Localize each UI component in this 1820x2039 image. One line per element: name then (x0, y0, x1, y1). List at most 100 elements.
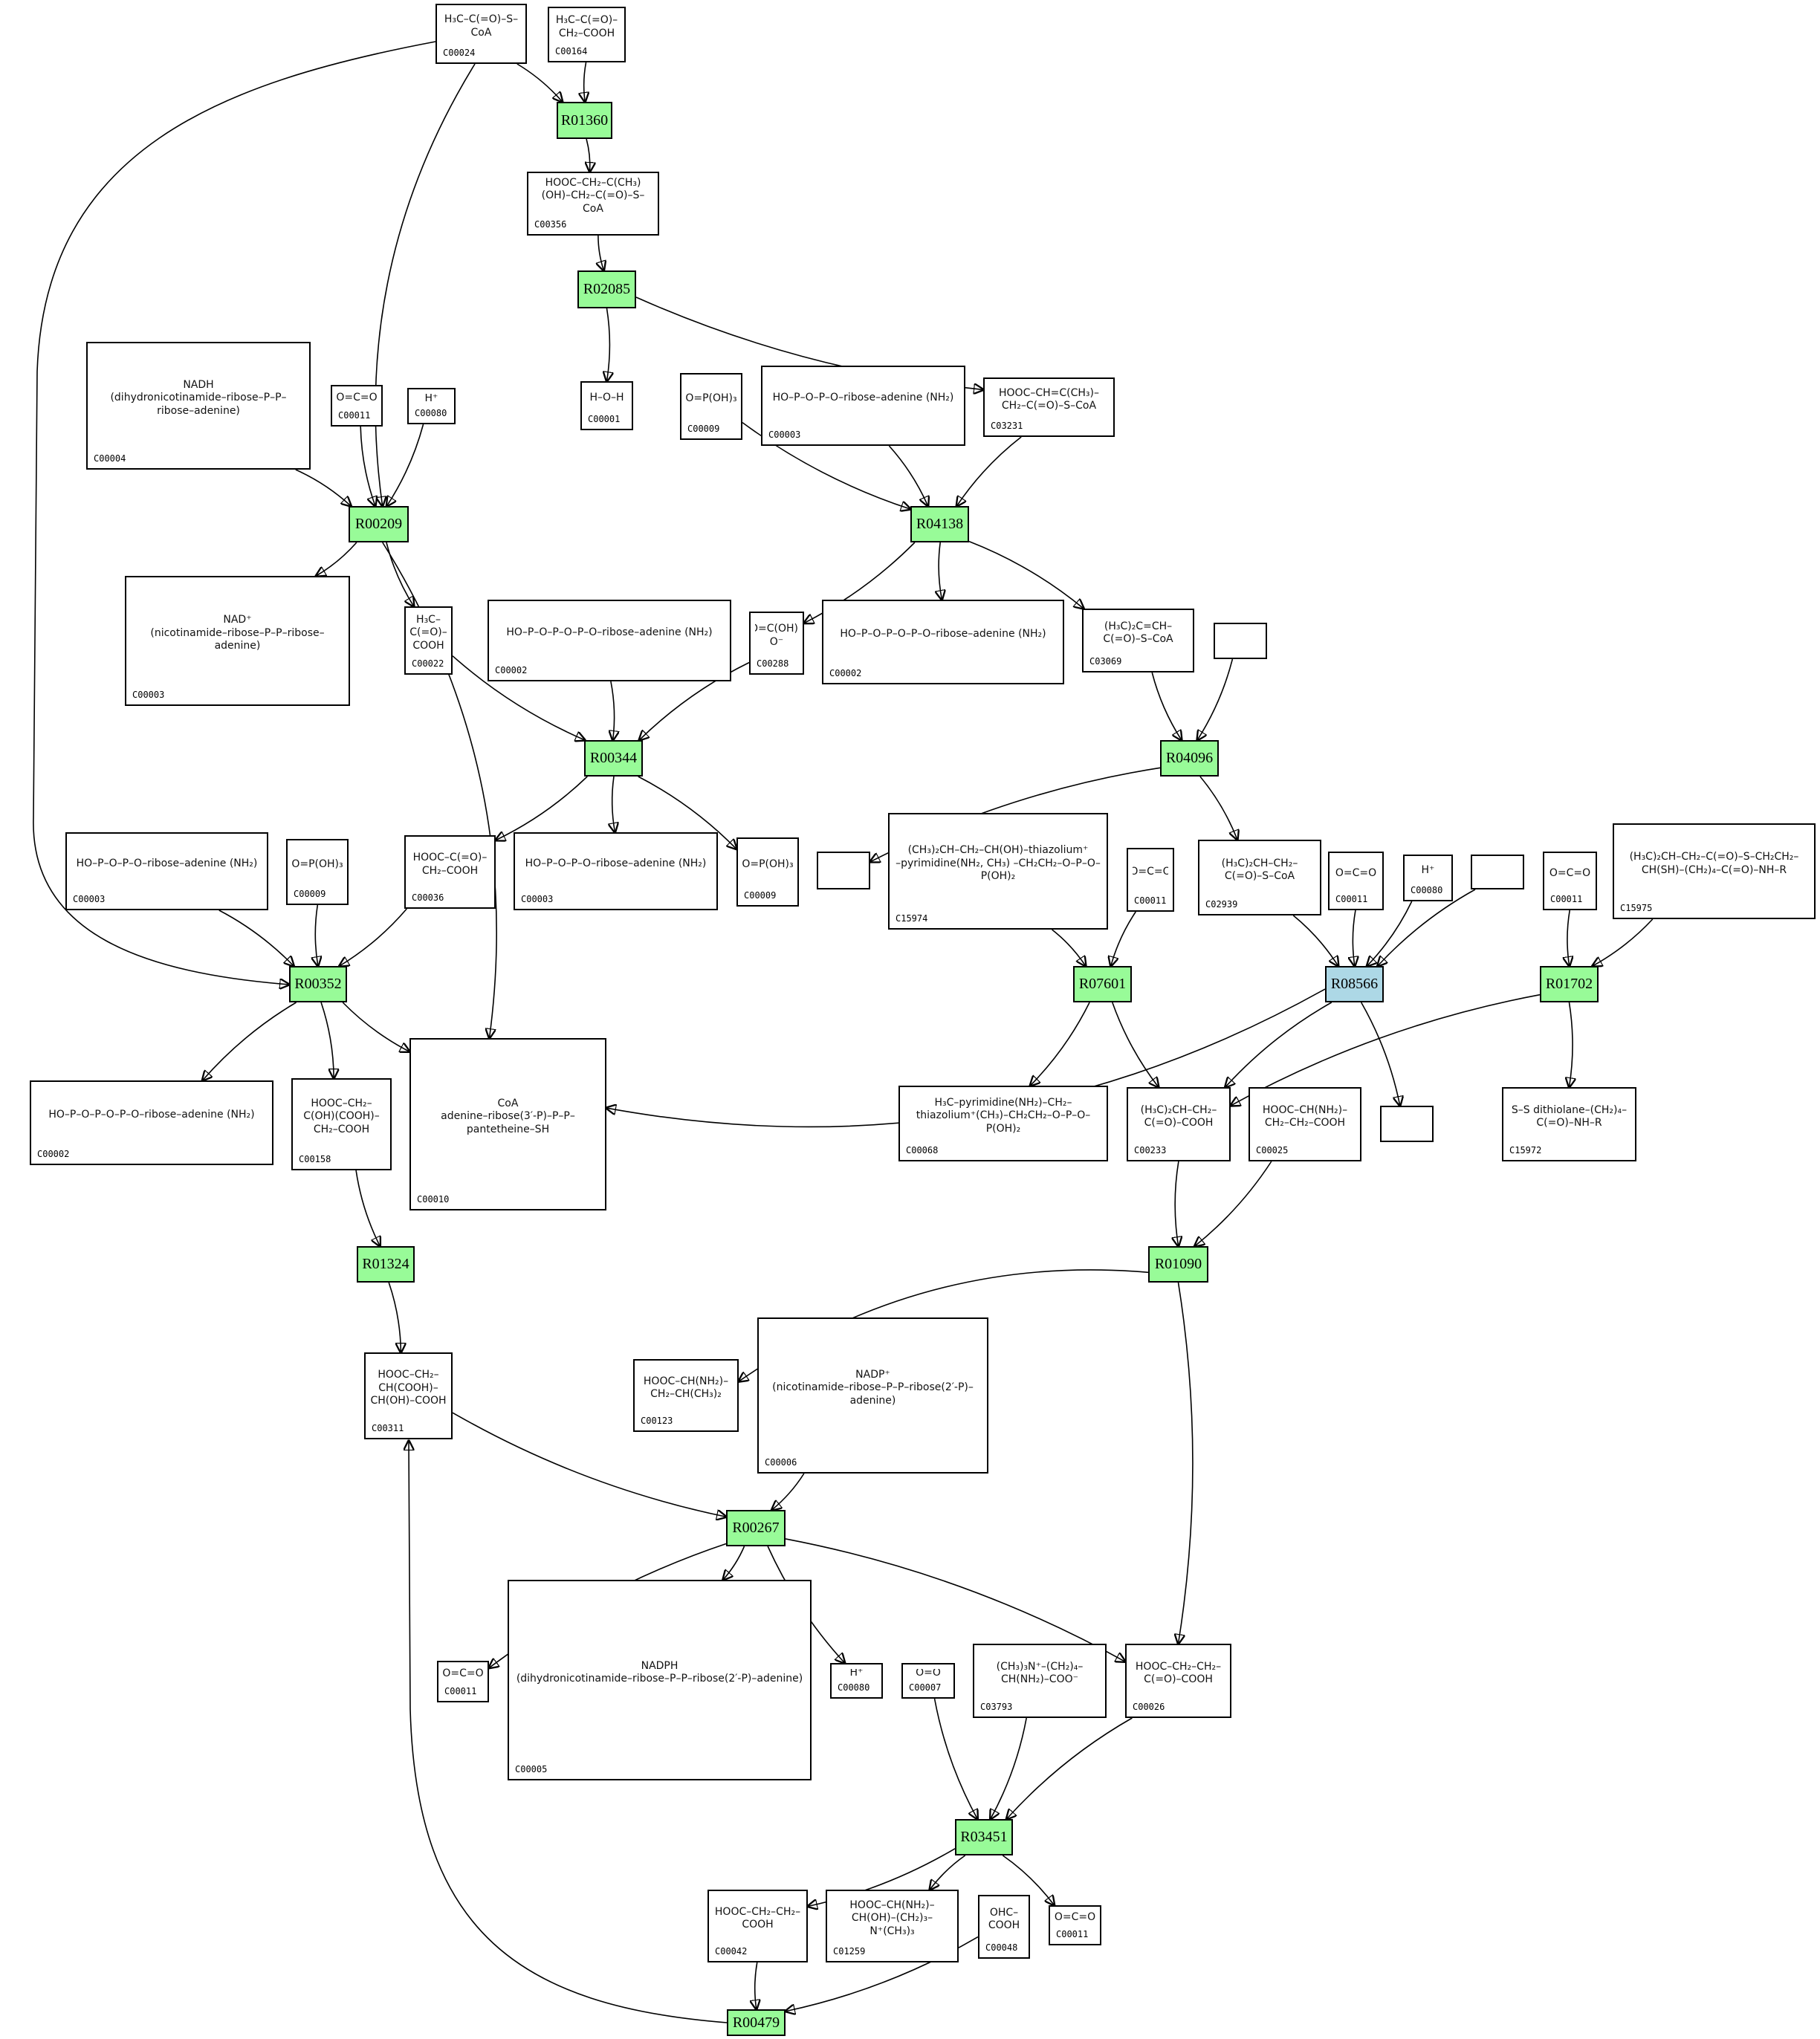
compound-node-c00024[interactable]: H₃C–C(=O)–S–CoA C00024 (435, 4, 527, 64)
compound-node-c00080[interactable]: H⁺C00080 (407, 388, 456, 424)
reaction-node-r00352[interactable]: R00352 (289, 966, 347, 1002)
reaction-node-r03451[interactable]: R03451 (955, 1819, 1013, 1855)
compound-id-label: C00011 (1056, 1929, 1089, 1939)
compound-id-label: C00002 (495, 665, 528, 675)
compound-id-label: C00010 (417, 1194, 450, 1205)
edge-r01090-to-c00026 (1179, 1282, 1194, 1644)
compound-node-c00003[interactable]: HO–P–O–P–O–ribose–adenine (NH₂)C00003 (514, 832, 718, 910)
reaction-node-r04138[interactable]: R04138 (910, 506, 969, 542)
edge-c15975-to-r01702 (1593, 918, 1654, 966)
compound-node-c00003[interactable]: NAD⁺ (nicotinamide–ribose–P–P–ribose–ade… (125, 576, 350, 706)
reaction-node-r07601[interactable]: R07601 (1073, 966, 1132, 1002)
edge-r03451-to-c01259 (930, 1855, 966, 1890)
empty-compound-node[interactable] (1380, 1106, 1434, 1142)
compound-node-c15975[interactable]: (H₃C)₂CH–CH₂–C(=O)–S–CH₂CH₂–CH(SH)–(CH₂)… (1613, 823, 1816, 919)
reaction-node-r00479[interactable]: R00479 (727, 2009, 786, 2036)
chemical-structure: H₃C–C(=O)–COOH (410, 613, 447, 652)
compound-node-c00068[interactable]: H₃C–pyrimidine(NH₂)–CH₂–thiazolium⁺(CH₃)… (898, 1086, 1108, 1161)
compound-id-label: C00042 (715, 1946, 748, 1957)
compound-node-c00005[interactable]: NADPH (dihydronicotinamide–ribose–P–P–ri… (508, 1580, 812, 1780)
compound-node-c00002[interactable]: HO–P–O–P–O–P–O–ribose–adenine (NH₂) C0000… (488, 600, 731, 681)
chemical-structure: HO–P–O–P–O–P–O–ribose–adenine (NH₂) (506, 626, 713, 639)
compound-node-c00003[interactable]: HO–P–O–P–O–ribose–adenine (NH₂)C00003 (65, 832, 268, 910)
chemical-structure: HO–P–O–P–O–ribose–adenine (NH₂) (772, 392, 954, 404)
edge-c00080a-to-r00209 (386, 424, 424, 506)
chemical-structure: HOOC–CH₂–CH₂–C(=O)–COOH (1135, 1660, 1222, 1686)
reaction-node-r01090[interactable]: R01090 (1148, 1246, 1208, 1283)
reaction-node-r02085[interactable]: R02085 (577, 270, 636, 308)
compound-id-label: C00025 (1256, 1145, 1289, 1155)
chemical-structure: NADH (dihydronicotinamide–ribose–P–P–rib… (110, 378, 287, 417)
compound-node-c00010[interactable]: CoA adenine–ribose(3′-P)–P–P–pantetheine… (409, 1038, 606, 1210)
compound-id-label: C00356 (534, 219, 567, 230)
chemical-structure: HO–P–O–P–O–P–O–ribose–adenine (NH₂) (48, 1109, 255, 1121)
reaction-node-r01324[interactable]: R01324 (357, 1246, 415, 1283)
edge-c00164-to-r01360 (584, 62, 586, 102)
compound-node-c00002[interactable]: HO–P–O–P–O–P–O–ribose–adenine (NH₂)C0000… (822, 600, 1064, 684)
compound-node-c00288[interactable]: O=C(OH)–O⁻C00288 (749, 612, 804, 675)
chemical-structure: HOOC–CH₂–C(CH₃)(OH)–CH₂–C(=O)–S–CoA (541, 178, 645, 215)
chemical-structure: NADPH (dihydronicotinamide–ribose–P–P–ri… (516, 1659, 803, 1685)
reaction-node-r01702[interactable]: R01702 (1540, 966, 1599, 1002)
edge-r02085-to-c00001 (607, 308, 610, 381)
compound-node-c15974[interactable]: (CH₃)₂CH–CH₂–CH(OH)–thiazolium⁺ –pyrimid… (888, 813, 1108, 930)
chemical-structure: (CH₃)₂CH–CH₂–CH(OH)–thiazolium⁺ –pyrimid… (896, 844, 1101, 883)
chemical-structure: (CH₃)₃N⁺–(CH₂)₄–CH(NH₂)–COO⁻ (996, 1660, 1084, 1686)
empty-compound-node[interactable] (1214, 623, 1267, 659)
reaction-node-r08566[interactable]: R08566 (1325, 966, 1384, 1002)
compound-node-c00002[interactable]: HO–P–O–P–O–P–O–ribose–adenine (NH₂)C0000… (30, 1080, 273, 1165)
chemical-structure: HOOC–CH₂–C(OH)(COOH)–CH₂–COOH (303, 1097, 380, 1135)
empty-compound-node[interactable] (817, 852, 870, 889)
compound-id-label: C00024 (443, 48, 476, 58)
edge-c00004-to-r00209 (295, 469, 351, 506)
compound-node-c00003[interactable]: HO–P–O–P–O–ribose–adenine (NH₂)C00003 (761, 366, 965, 446)
compound-node-c00004[interactable]: NADH (dihydronicotinamide–ribose–P–P–rib… (86, 342, 311, 470)
edge-c00007-to-r03451 (933, 1698, 978, 1819)
chemical-structure: H₃C–C(=O)–S–CoA (444, 13, 519, 39)
reaction-node-r00209[interactable]: R00209 (349, 506, 409, 542)
edge-c00003c-to-r00352 (218, 910, 294, 966)
compound-node-c00356[interactable]: HOOC–CH₂–C(CH₃)(OH)–CH₂–C(=O)–S–CoA C0035… (527, 172, 659, 236)
reaction-node-r01360[interactable]: R01360 (557, 102, 612, 139)
compound-node-c00080[interactable]: H⁺C00080 (830, 1663, 883, 1699)
reaction-node-r00267[interactable]: R00267 (726, 1510, 786, 1546)
compound-node-c00080[interactable]: H⁺C00080 (1403, 855, 1453, 901)
compound-node-c03793[interactable]: (CH₃)₃N⁺–(CH₂)₄–CH(NH₂)–COO⁻C03793 (973, 1644, 1107, 1718)
compound-node-c00006[interactable]: NADP⁺ (nicotinamide–ribose–P–P–ribose(2′… (757, 1317, 988, 1474)
edge-c00233-to-r01090 (1175, 1161, 1179, 1246)
chemical-structure: HOOC–C(=O)–CH₂–COOH (412, 852, 488, 877)
reaction-node-r00344[interactable]: R00344 (584, 740, 643, 777)
compound-id-label: C15975 (1620, 903, 1653, 913)
empty-compound-node[interactable] (1471, 855, 1524, 889)
reaction-node-r04096[interactable]: R04096 (1160, 740, 1219, 777)
chemical-structure: H₃C–pyrimidine(NH₂)–CH₂–thiazolium⁺(CH₃)… (916, 1096, 1091, 1135)
